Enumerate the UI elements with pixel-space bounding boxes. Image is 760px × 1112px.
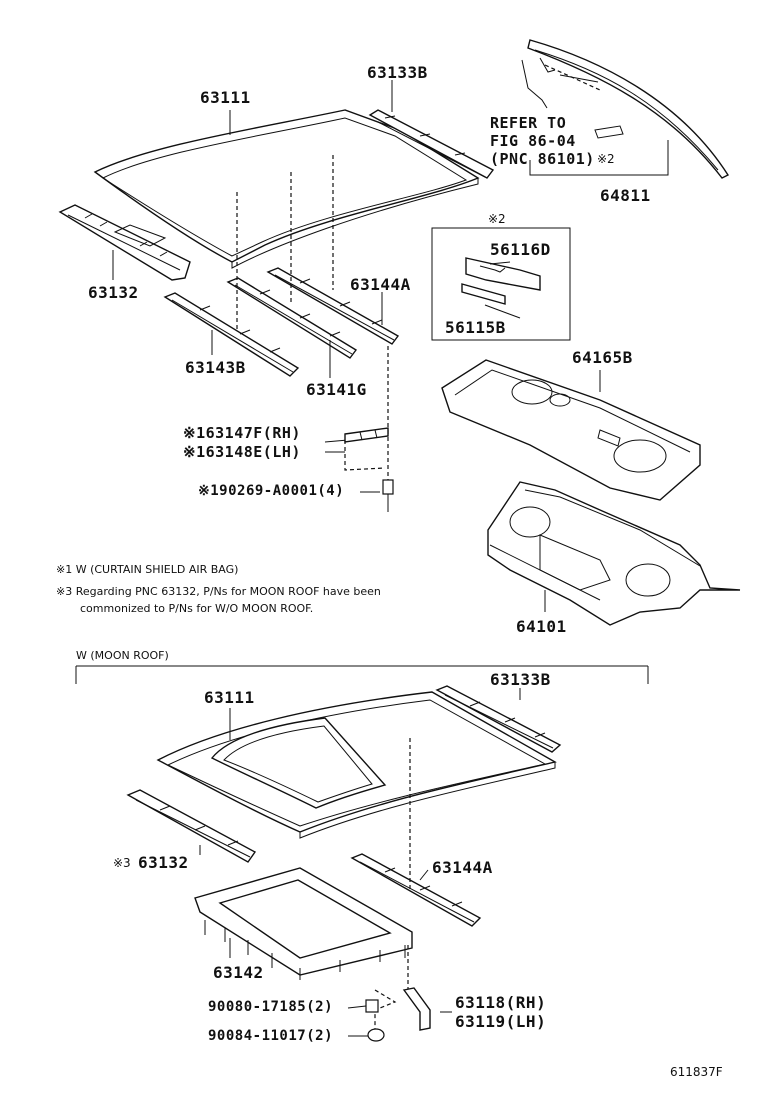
roof-bow-63144a-bottom bbox=[350, 853, 482, 927]
bolt-90084 bbox=[367, 1028, 385, 1042]
label-63144a-top: 63144A bbox=[350, 275, 411, 294]
label-note-mark-2-box: ※2 bbox=[488, 212, 506, 226]
label-63118: 63118(RH) bbox=[455, 993, 547, 1012]
clip-90269 bbox=[382, 479, 394, 512]
roof-rail-63133b-top bbox=[368, 109, 495, 179]
sunroof-frame-63142 bbox=[194, 867, 413, 980]
label-note-mark-3: ※3 bbox=[113, 856, 131, 870]
label-63133b-top: 63133B bbox=[367, 63, 428, 82]
label-63132-top: 63132 bbox=[88, 283, 139, 302]
nut-90080 bbox=[365, 999, 379, 1013]
label-90269: ※190269-A0001(4) bbox=[198, 483, 345, 499]
label-90080: 90080-17185(2) bbox=[208, 999, 334, 1015]
label-63147f: ※163147F(RH) bbox=[183, 424, 301, 442]
pad-box bbox=[431, 227, 571, 341]
roof-bow-63144a-top bbox=[266, 267, 400, 345]
label-63132-bottom: 63132 bbox=[138, 853, 189, 872]
label-63143b: 63143B bbox=[185, 358, 246, 377]
bracket-63118 bbox=[402, 987, 431, 1031]
roof-rail-63133b-bottom bbox=[435, 685, 562, 753]
label-63144a-bottom: 63144A bbox=[432, 858, 493, 877]
roof-panel-moonroof bbox=[156, 691, 557, 839]
label-56115b: 56115B bbox=[445, 318, 506, 337]
label-64165b: 64165B bbox=[572, 348, 633, 367]
label-fig: FIG 86-04 bbox=[490, 132, 576, 150]
roof-bow-63143b bbox=[163, 292, 300, 377]
package-tray-64165b bbox=[441, 359, 701, 501]
label-63111-bottom: 63111 bbox=[204, 688, 255, 707]
roof-bow-63141g bbox=[226, 277, 358, 359]
label-63119: 63119(LH) bbox=[455, 1012, 547, 1031]
label-63111-top: 63111 bbox=[200, 88, 251, 107]
label-64811: 64811 bbox=[600, 186, 651, 205]
roof-panel-top bbox=[93, 109, 480, 269]
diagram-code: 611837F bbox=[670, 1065, 723, 1079]
label-refer-to: REFER TO bbox=[490, 114, 567, 132]
front-header-63132-top bbox=[58, 204, 191, 281]
label-63148e: ※163148E(LH) bbox=[183, 443, 301, 461]
note-3-line-1: ※3 Regarding PNC 63132, P/Ns for MOON RO… bbox=[56, 585, 381, 598]
label-63142: 63142 bbox=[213, 963, 264, 982]
front-header-63132-bottom bbox=[126, 789, 257, 863]
label-pnc: (PNC 86101) bbox=[490, 150, 595, 168]
note-1: ※1 W (CURTAIN SHIELD AIR BAG) bbox=[56, 563, 239, 576]
label-90084: 90084-11017(2) bbox=[208, 1028, 334, 1044]
rear-window-64811 bbox=[521, 39, 730, 179]
label-64101: 64101 bbox=[516, 617, 567, 636]
bracket-63147f bbox=[344, 427, 389, 443]
label-56116d: 56116D bbox=[490, 240, 551, 259]
note-3-line-2: commonized to P/Ns for W/O MOON ROOF. bbox=[80, 602, 314, 615]
label-63141g: 63141G bbox=[306, 380, 367, 399]
label-63133b-bottom: 63133B bbox=[490, 670, 551, 689]
label-note-mark-2: ※2 bbox=[597, 152, 615, 166]
section-moon-roof: W (MOON ROOF) bbox=[76, 649, 169, 662]
rear-panel-64101 bbox=[487, 481, 741, 626]
